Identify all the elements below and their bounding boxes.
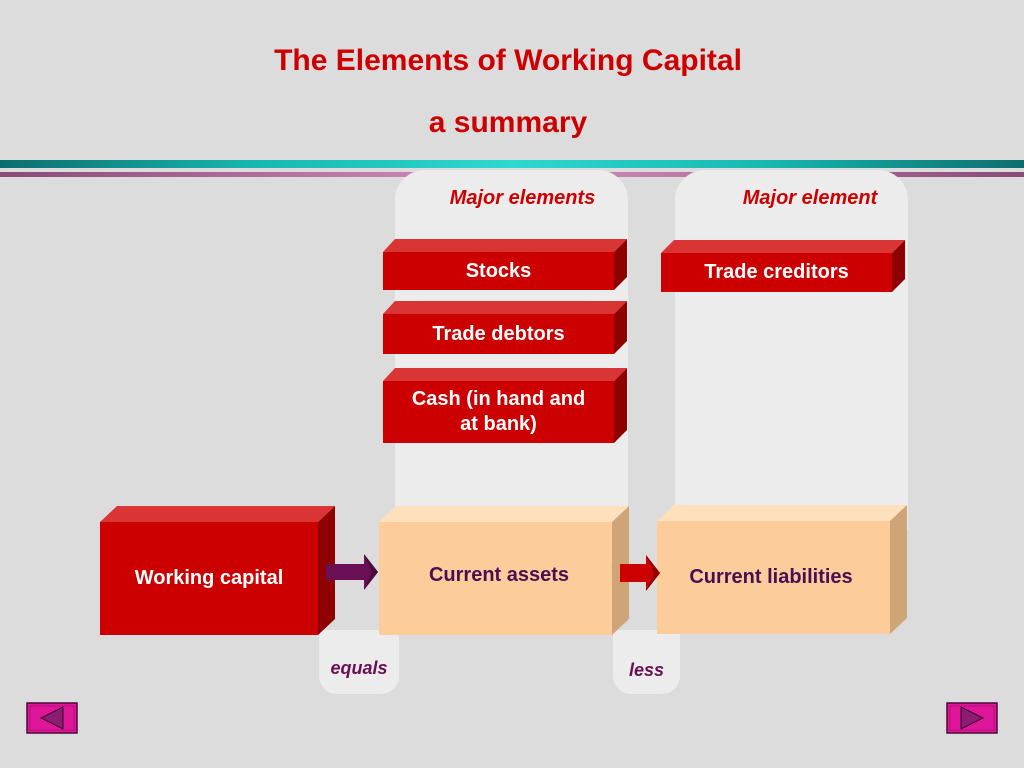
equals-arrow-icon: [326, 554, 378, 590]
cash-box: [383, 368, 627, 443]
working-capital-label: Working capital: [134, 567, 284, 589]
triangle-left-icon: [26, 702, 78, 734]
previous-slide-button[interactable]: [26, 702, 78, 734]
less-operator: less: [628, 660, 665, 680]
trade-debtors-label: Trade debtors: [432, 322, 565, 345]
stocks-label: Stocks: [465, 259, 532, 282]
stocks-box: [383, 239, 627, 290]
page-title: The Elements of Working Capital: [274, 44, 742, 77]
liabilities-panel: [675, 170, 908, 530]
cash-label: Cash (in hand and at bank): [411, 388, 586, 435]
current-assets-box: [379, 506, 629, 635]
assets-heading: Major elements: [449, 187, 596, 209]
trade-creditors-box: [661, 240, 905, 292]
less-arrow-icon: [620, 555, 660, 591]
less-panel: [613, 630, 680, 694]
page-subtitle: a summary: [428, 106, 588, 139]
next-slide-button[interactable]: [946, 702, 998, 734]
equals-operator: equals: [330, 658, 388, 678]
liabilities-heading: Major element: [742, 187, 878, 209]
equals-panel: [319, 630, 399, 694]
current-liabilities-box: [657, 505, 907, 634]
trade-debtors-box: [383, 301, 627, 354]
working-capital-box: [100, 506, 335, 635]
current-liabilities-label: Current liabilities: [689, 566, 853, 588]
current-assets-label: Current assets: [428, 563, 570, 586]
trade-creditors-label: Trade creditors: [704, 261, 849, 283]
teal-divider: [0, 160, 1024, 168]
triangle-right-icon: [946, 702, 998, 734]
